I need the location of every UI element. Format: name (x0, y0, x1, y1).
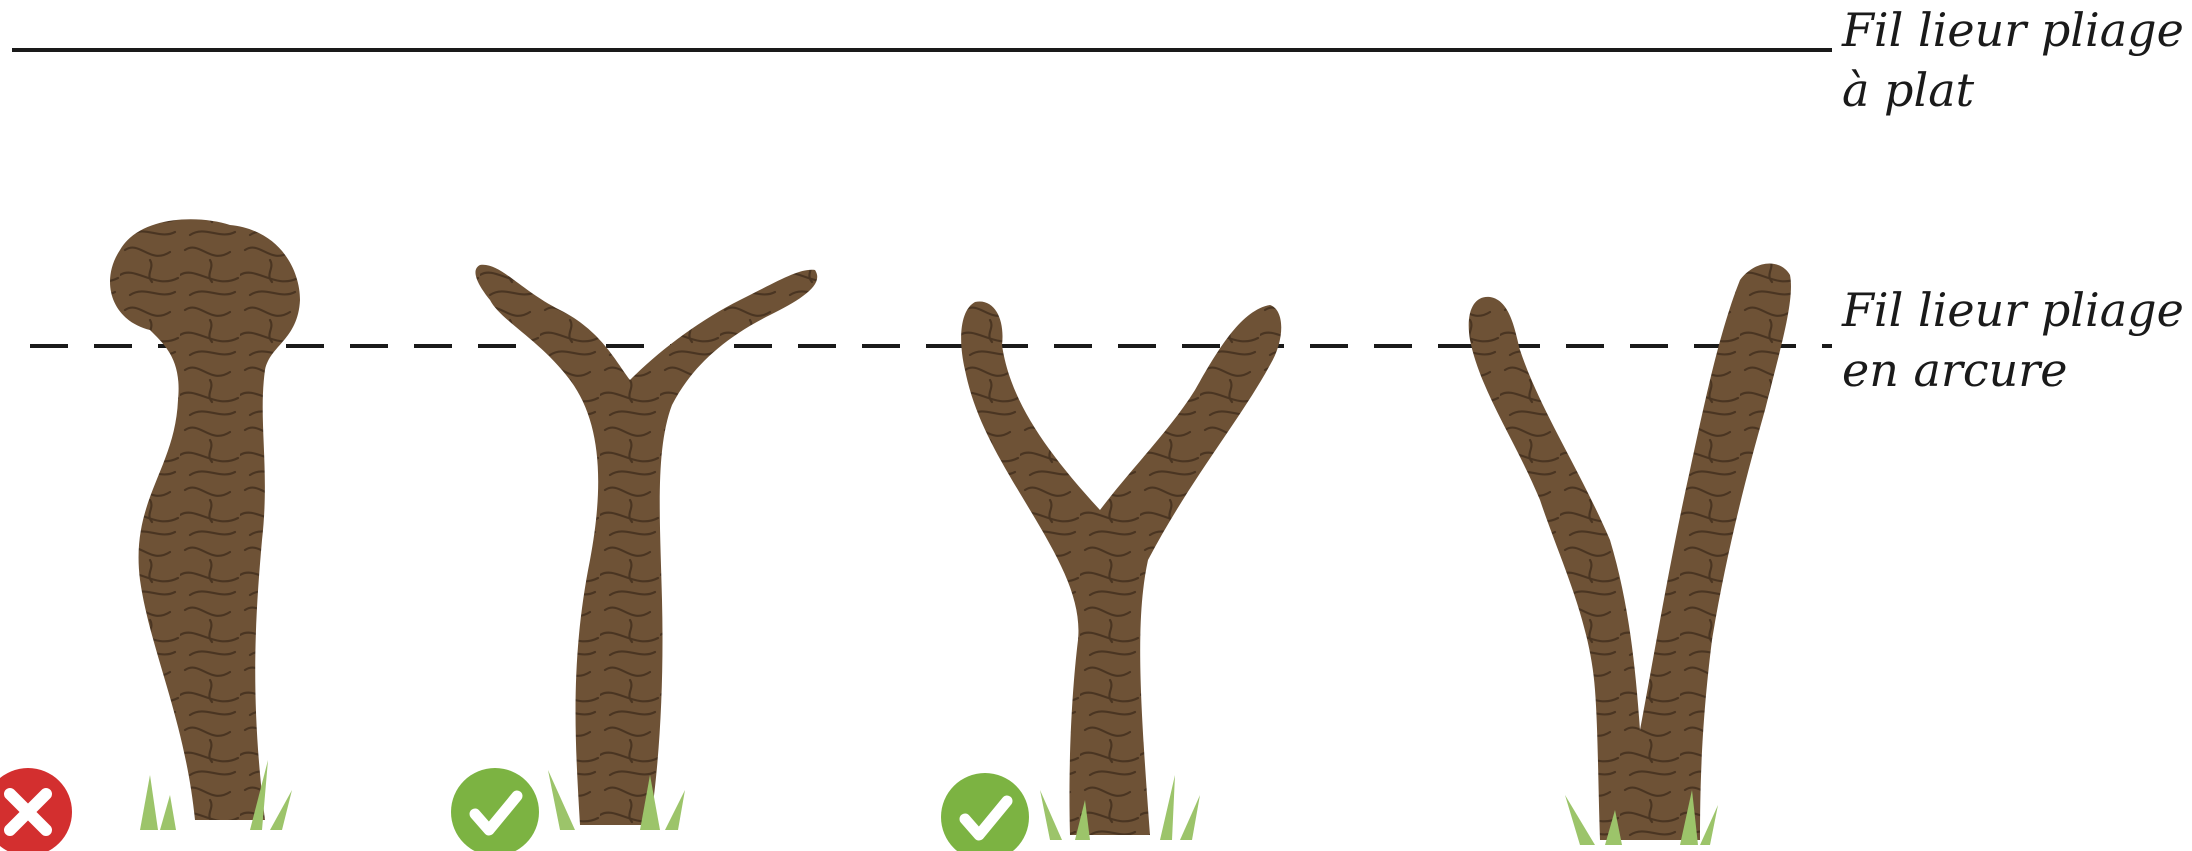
vine-4-trunk (1469, 264, 1791, 840)
vine-3-trunk (961, 302, 1281, 835)
red-cross-icon (0, 768, 72, 851)
arc-wire-label-line2: en arcure (1842, 340, 2184, 400)
flat-wire-label-line1: Fil lieur pliage (1842, 0, 2184, 60)
flat-wire-label-line2: à plat (1842, 60, 2184, 120)
flat-wire-label: Fil lieur pliage à plat (1842, 0, 2184, 120)
arc-wire-label-line1: Fil lieur pliage (1842, 280, 2184, 340)
arc-wire-label: Fil lieur pliage en arcure (1842, 280, 2184, 400)
vine-1-trunk (110, 219, 300, 820)
green-check-icon (941, 773, 1029, 851)
green-check-icon (451, 768, 539, 851)
vine-2-trunk (475, 265, 817, 825)
